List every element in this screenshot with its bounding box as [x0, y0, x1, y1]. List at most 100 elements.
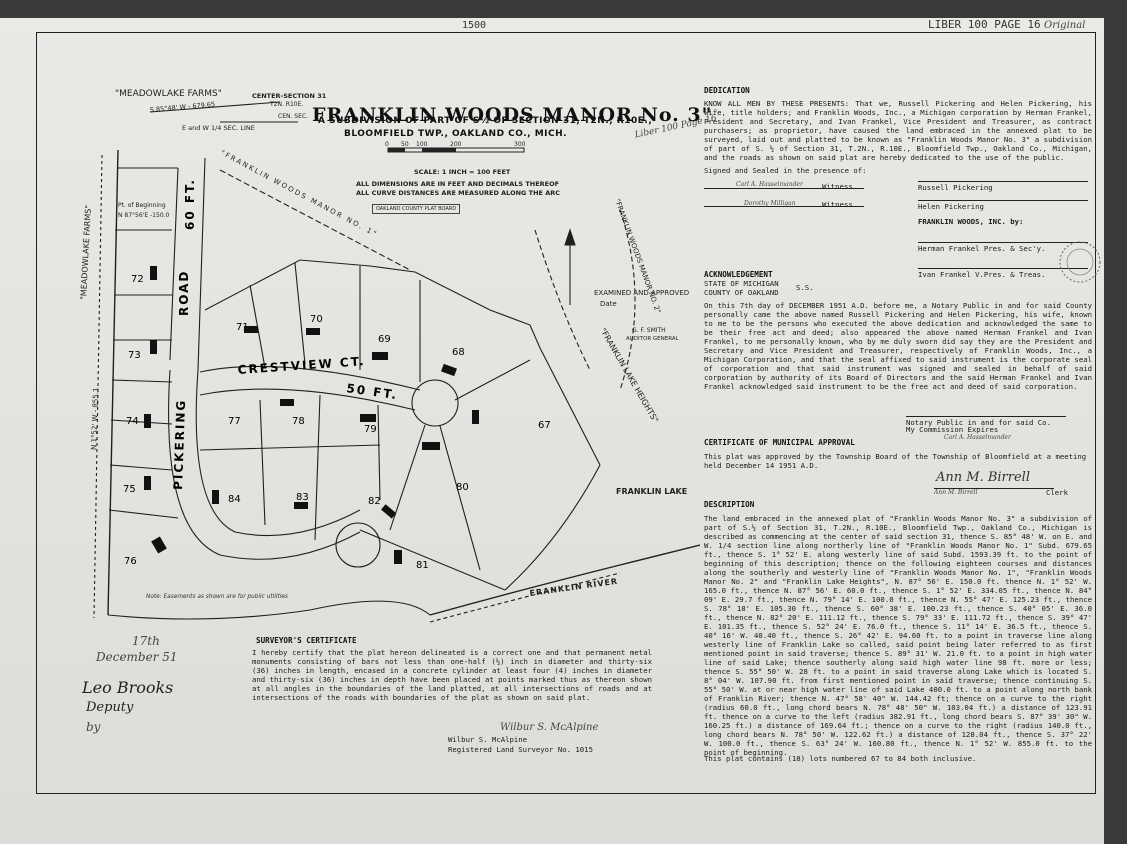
notary-name: Carl A. Hasselmander: [944, 434, 1011, 441]
lot-69: 69: [378, 334, 391, 345]
point-bearing: N 87°56'E -150.0: [118, 212, 170, 219]
ew-line-label: E and W 1/4 SEC. LINE: [182, 124, 255, 132]
by-signature: by: [86, 720, 101, 734]
center-section-label: CENTER-SECTION 31: [252, 92, 327, 100]
lot-75: 75: [123, 484, 136, 495]
smith-name: G. F. SMITH: [632, 327, 666, 334]
dimensions-note-2: ALL CURVE DISTANCES ARE MEASURED ALONG T…: [356, 189, 561, 197]
note-day: 17th: [132, 634, 160, 648]
lot-76: 76: [124, 556, 137, 567]
scale-tick-4: 300: [514, 141, 526, 148]
signer-ivan: Ivan Frankel V.Pres. & Treas.: [918, 268, 1088, 279]
west-road-bearing: N 1°52' W - 855.1: [90, 387, 100, 450]
surveyor-name: Wilbur S. McAlpine: [448, 735, 528, 744]
lot-83: 83: [296, 492, 309, 503]
acknowledgement-text: On this 7th day of DECEMBER 1951 A.D. be…: [704, 301, 1092, 391]
scale-tick-0: 0: [385, 141, 389, 148]
surveyor-text: I hereby certify that the plat hereon de…: [252, 648, 652, 702]
plat-border: [36, 32, 1096, 794]
signed-sealed: Signed and Sealed in the presence of:: [704, 166, 867, 175]
dimensions-note-1: ALL DIMENSIONS ARE IN FEET AND DECIMALS …: [356, 180, 560, 188]
top-bearing: S 85°48' W - 679.65: [149, 100, 215, 114]
note-month: December 51: [96, 650, 178, 664]
scale-bar: 0 50 100 200 300: [385, 141, 526, 153]
county-label: COUNTY OF OAKLAND: [704, 288, 779, 297]
franklin-river-label: FRANKLIN RIVER: [529, 577, 619, 598]
auditor-general: AUDITOR GENERAL: [626, 336, 680, 342]
municipal-text: This plat was approved by the Township B…: [704, 452, 1087, 470]
state-label: STATE OF MICHIGAN: [704, 279, 779, 288]
ct-50-ft: 50 FT.: [346, 381, 399, 402]
franklin-woods-manor-1: "FRANKLIN WOODS MANOR NO. 1": [219, 149, 379, 239]
municipal-heading: CERTIFICATE OF MUNICIPAL APPROVAL: [704, 438, 855, 447]
lot-81: 81: [416, 560, 429, 571]
clerk-name: Ann M. Birrell: [934, 488, 1054, 496]
lot-70: 70: [310, 314, 323, 325]
ss-label: S.S.: [796, 283, 814, 292]
plat-map: 67 68 69 70 71 72 73 74 75 76 77 78 79 8…: [79, 89, 700, 623]
notary-public: Notary Public in and for said Co.: [906, 416, 1066, 427]
road-label: ROAD: [177, 270, 191, 316]
meadowlake-side: "MEADOWLAKE FARMS": [79, 205, 93, 300]
lot-73: 73: [128, 350, 141, 361]
crestview-ct: CRESTVIEW CT.: [237, 354, 366, 377]
deputy-signature: Deputy: [86, 700, 134, 715]
witness-line-1: [704, 188, 864, 189]
surveyor-title: Registered Land Surveyor No. 1015: [448, 745, 593, 754]
date-label: Date: [600, 300, 617, 308]
lot-77: 77: [228, 416, 241, 427]
witness-2-signature: Dorothy Milligan: [744, 200, 796, 207]
description-text: The land embraced in the annexed plat of…: [704, 514, 1092, 757]
lot-67: 67: [538, 420, 551, 431]
clerk-label: Clerk: [1046, 488, 1068, 497]
description-heading: DESCRIPTION: [704, 500, 755, 509]
lot-72: 72: [131, 274, 144, 285]
scale-text: SCALE: 1 INCH = 100 FEET: [414, 168, 511, 176]
scale-tick-1: 50: [401, 141, 409, 148]
liber-page: LIBER 100 PAGE 16: [928, 18, 1041, 31]
franklin-lake-label: FRANKLIN LAKE: [616, 487, 687, 496]
signer-russell: Russell Pickering: [918, 181, 1088, 192]
lot-74: 74: [126, 416, 139, 427]
witness-2-label: Witness: [822, 200, 853, 209]
description-footer: This plat contains (18) lots numbered 67…: [704, 754, 977, 763]
clerk-signature: Ann M. Birrell: [936, 470, 1030, 485]
lot-71: 71: [236, 322, 249, 333]
meadowlake-top: "MEADOWLAKE FARMS": [115, 89, 222, 99]
lot-79: 79: [364, 424, 377, 435]
scale-tick-3: 200: [450, 141, 462, 148]
notary-seal: [1059, 241, 1101, 283]
signer-helen: Helen Pickering: [918, 200, 1088, 211]
original-label: Original: [1044, 20, 1086, 31]
franklin-woods-inc: FRANKLIN WOODS, INC. by:: [918, 217, 1024, 226]
point-of-beginning: Pt. of Beginning: [118, 202, 166, 209]
stamp-year: 1500: [462, 20, 487, 31]
lot-84: 84: [228, 494, 241, 505]
witness-1-label: Witness: [822, 182, 853, 191]
signer-herman: Herman Frankel Pres. & Sec'y.: [918, 242, 1088, 253]
plat-sheet: 1500 LIBER 100 PAGE 16 Original FRANKLIN…: [0, 18, 1104, 844]
lot-80: 80: [456, 482, 469, 493]
examined-approved: EXAMINED AND APPROVED: [594, 289, 689, 297]
county-board-stamp: OAKLAND COUNTY PLAT BOARD: [372, 204, 461, 214]
dedication-text: KNOW ALL MEN BY THESE PRESENTS: That we,…: [704, 99, 1092, 162]
road-60-ft: 60 FT.: [183, 178, 197, 230]
recorder-signature: Leo Brooks: [82, 678, 174, 697]
surveyor-heading: SURVEYOR'S CERTIFICATE: [256, 636, 357, 645]
scale-tick-2: 100: [416, 141, 428, 148]
witness-1-signature: Carl A. Hasselmander: [736, 181, 803, 188]
surveyor-signature: Wilbur S. McAlpine: [500, 722, 599, 733]
pickering-road: PICKERING: [171, 398, 188, 490]
plat-subtitle-1: A SUBDIVISION OF PART OF S½ OF SECTION 3…: [318, 116, 653, 126]
plat-subtitle-2: BLOOMFIELD TWP., OAKLAND CO., MICH.: [344, 129, 568, 139]
franklin-woods-manor-2: "FRANKLIN WOODS MANOR NO. 2": [613, 198, 662, 315]
dedication-heading: DEDICATION: [704, 86, 750, 95]
witness-line-2: [704, 206, 864, 207]
commission-expires: My Commission Expires: [906, 425, 999, 434]
easement-note: Note: Easements as shown are for public …: [146, 594, 288, 600]
plat-title: FRANKLIN WOODS MANOR No. 3": [312, 104, 713, 126]
t2n-label: T2N. R10E.: [269, 101, 303, 108]
lot-68: 68: [452, 347, 465, 358]
cen-sec-label: CEN. SEC.: [278, 113, 308, 120]
acknowledgement-heading: ACKNOWLEDGEMENT: [704, 270, 773, 279]
